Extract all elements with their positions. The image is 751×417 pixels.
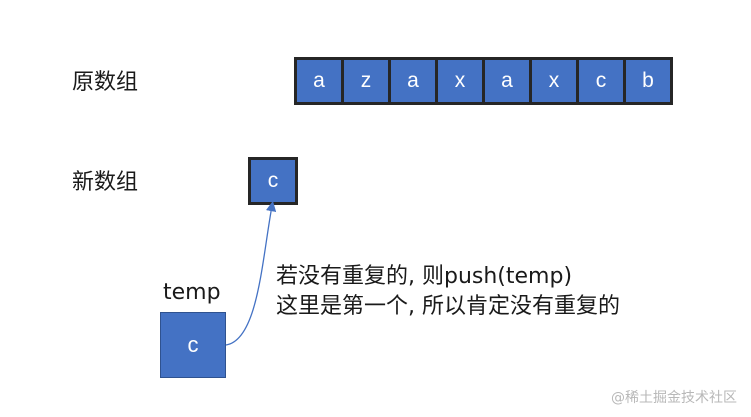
temp-box: c: [160, 312, 226, 378]
array-cell: a: [391, 60, 435, 102]
note-line-2: 这里是第一个, 所以肯定没有重复的: [276, 294, 620, 319]
original-array-label: 原数组: [72, 70, 139, 95]
array-cell: x: [438, 60, 482, 102]
array-cell: a: [297, 60, 341, 102]
new-array: c: [248, 157, 298, 205]
new-array-label: 新数组: [72, 170, 139, 195]
new-array-cell: c: [251, 160, 295, 202]
array-cell: x: [532, 60, 576, 102]
array-cell: z: [344, 60, 388, 102]
array-cell: b: [626, 60, 670, 102]
note-text: 若没有重复的, 则push(temp) 这里是第一个, 所以肯定没有重复的: [276, 262, 620, 322]
note-line-1: 若没有重复的, 则push(temp): [276, 264, 573, 289]
temp-label: temp: [163, 280, 221, 305]
watermark: @稀土掘金技术社区: [611, 390, 737, 406]
original-array: a z a x a x c b: [294, 57, 673, 105]
arrow-path: [225, 200, 277, 346]
array-cell: a: [485, 60, 529, 102]
array-cell: c: [579, 60, 623, 102]
